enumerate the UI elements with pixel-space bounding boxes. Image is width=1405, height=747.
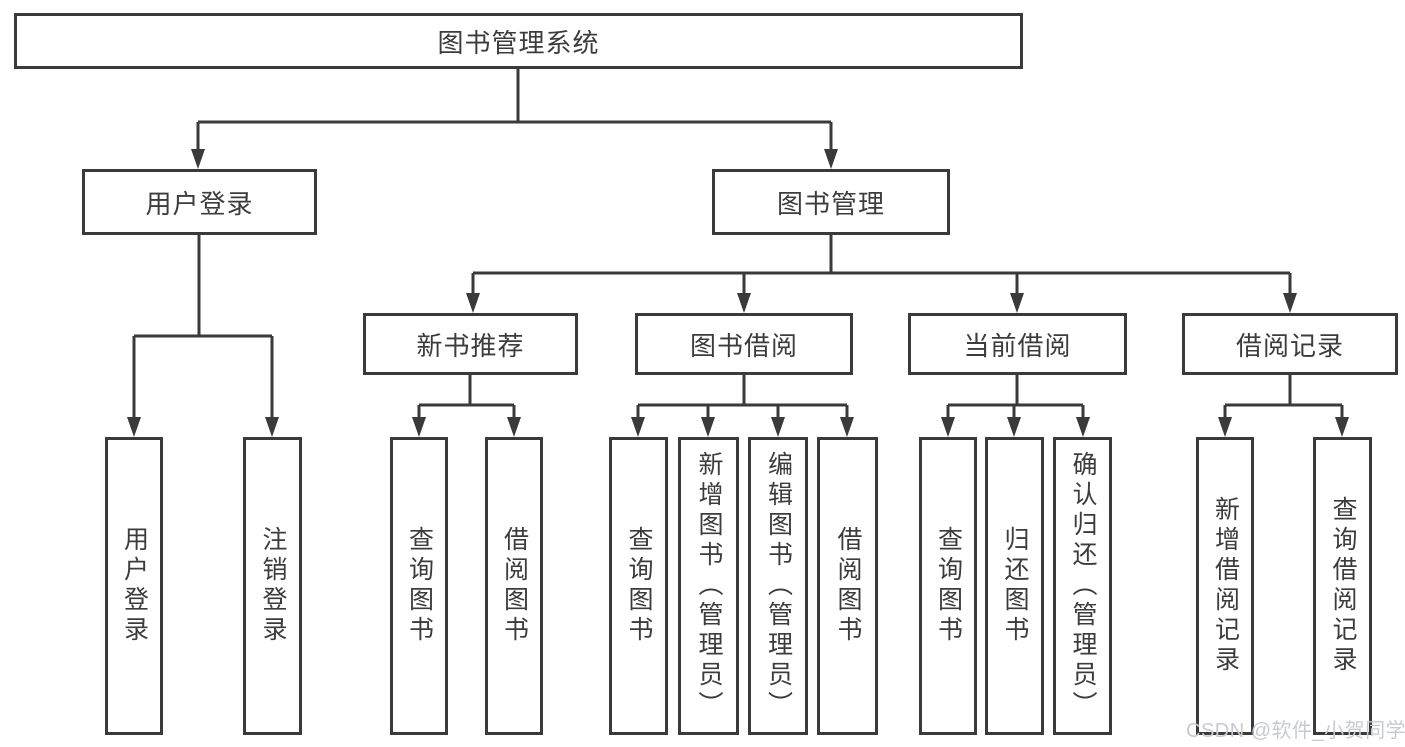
- node-new-book-recommend: 新书推荐: [363, 313, 578, 375]
- csdn-watermark: CSDN @软件_小贺同学: [1186, 720, 1405, 742]
- leaf-return-book: 归还图书: [985, 437, 1044, 735]
- node-book-borrow: 图书借阅: [635, 313, 853, 375]
- node-borrow-records: 借阅记录: [1182, 313, 1398, 375]
- leaf-query-book-borrow: 查询图书: [609, 437, 668, 735]
- leaf-add-book-admin: 新增图书（管理员）: [678, 437, 739, 735]
- leaf-logout: 注销登录: [243, 437, 302, 735]
- node-book-management: 图书管理: [712, 169, 950, 235]
- leaf-query-book-current: 查询图书: [919, 437, 977, 735]
- node-current-borrow: 当前借阅: [908, 313, 1127, 375]
- leaf-add-borrow-record: 新增借阅记录: [1196, 437, 1254, 735]
- leaf-query-book-recommend: 查询图书: [390, 437, 448, 735]
- leaf-query-borrow-record: 查询借阅记录: [1313, 437, 1372, 735]
- node-library-management-system: 图书管理系统: [14, 13, 1023, 69]
- arrowhead-icons: [127, 149, 1349, 437]
- leaf-user-login: 用户登录: [105, 437, 163, 735]
- leaf-borrow-book: 借阅图书: [817, 437, 878, 735]
- leaf-confirm-return-admin: 确认归还（管理员）: [1053, 437, 1112, 735]
- leaf-borrow-book-recommend: 借阅图书: [485, 437, 543, 735]
- leaf-edit-book-admin: 编辑图书（管理员）: [748, 437, 808, 735]
- node-user-login: 用户登录: [82, 169, 317, 235]
